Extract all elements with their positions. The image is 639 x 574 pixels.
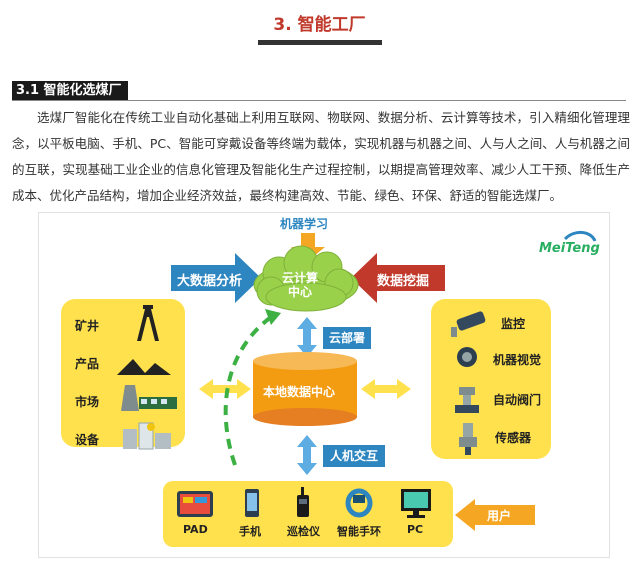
camera-icon — [451, 311, 486, 337]
left-item-market: 市场 — [75, 395, 100, 409]
smart-plant-diagram: 机器学习 大数据分析 数据挖掘 云计算 中心 云部署 本地数据中心 人机交互 用… — [38, 212, 610, 558]
valve-icon — [455, 387, 479, 413]
big-data-arrow — [171, 253, 261, 303]
cloud-shape — [253, 245, 359, 312]
left-item-equipment: 设备 — [75, 433, 100, 447]
right-devices-panel — [431, 299, 551, 459]
market-icon — [121, 385, 177, 411]
chapter-title: 3. 智能工厂 — [273, 15, 366, 35]
section-title: 3.1 智能化选煤厂 — [12, 81, 128, 101]
intro-paragraph: 选煤厂智能化在传统工业自动化基础上利用互联网、物联网、数据分析、云计算等技术，引… — [12, 110, 630, 203]
left-item-product: 产品 — [75, 357, 100, 371]
logo-swirl-icon — [563, 231, 597, 242]
data-mining-arrow — [351, 253, 445, 303]
cloud-label-line2: 中心 — [288, 285, 313, 299]
local-data-center-label: 本地数据中心 — [263, 385, 336, 399]
pc-icon — [401, 489, 431, 518]
diagram-graphics — [117, 231, 597, 531]
section-divider — [12, 100, 626, 101]
cloud-deploy-label: 云部署 — [323, 327, 371, 349]
left-link-arrow — [199, 379, 251, 399]
right-link-arrow — [361, 379, 411, 399]
machine-learning-label: 机器学习 — [280, 217, 329, 231]
right-item-monitoring: 监控 — [501, 317, 526, 331]
pad-icon — [177, 491, 213, 517]
inspection-device-icon — [297, 487, 309, 517]
product-icon — [117, 359, 171, 375]
cloud-label-line1: 云计算 — [282, 271, 319, 285]
feedback-dashed-curve — [223, 315, 273, 466]
chapter-underline — [258, 40, 382, 45]
local-data-center-shape — [253, 352, 357, 426]
terminal-pc: PC — [407, 523, 424, 536]
hmi-arrow — [297, 435, 317, 475]
mine-icon — [137, 305, 159, 341]
terminal-phone: 手机 — [239, 525, 261, 538]
meiteng-logo: MeiTeng — [539, 241, 600, 256]
feedback-arrowhead — [265, 309, 281, 325]
right-item-auto-valve: 自动阀门 — [493, 393, 542, 407]
smart-band-icon — [345, 488, 373, 518]
phone-icon — [245, 489, 259, 517]
right-item-sensor: 传感器 — [495, 431, 532, 445]
terminal-pad: PAD — [183, 523, 208, 536]
cloud-deploy-arrow — [297, 317, 317, 357]
terminal-smart-band: 智能手环 — [337, 525, 381, 538]
user-arrow — [455, 499, 535, 531]
sensor-icon — [459, 423, 477, 455]
data-mining-label: 数据挖掘 — [377, 274, 430, 289]
big-data-label: 大数据分析 — [177, 274, 243, 289]
machine-vision-icon — [457, 347, 477, 367]
hmi-label: 人机交互 — [323, 445, 385, 467]
left-item-mine: 矿井 — [75, 319, 100, 333]
right-item-machine-vision: 机器视觉 — [493, 353, 542, 367]
equipment-icon — [123, 422, 171, 450]
cloud-label: 云计算 中心 — [282, 271, 318, 299]
terminal-inspection-device: 巡检仪 — [287, 525, 320, 538]
user-label: 用户 — [487, 509, 512, 523]
